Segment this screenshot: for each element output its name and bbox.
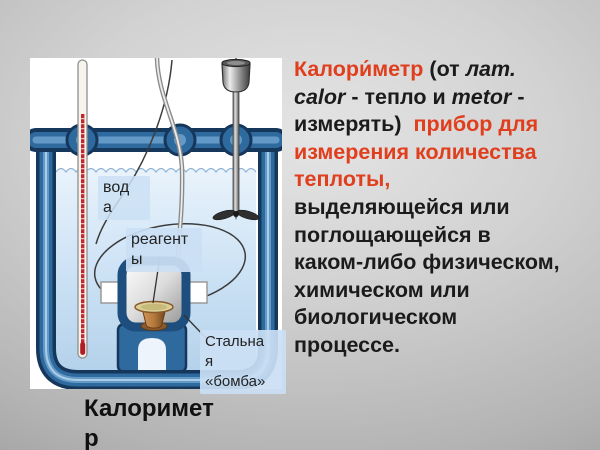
definition-line: измерения количества <box>294 139 594 167</box>
crucible <box>134 300 174 331</box>
definition-line: поглощающейся в <box>294 222 594 250</box>
calorimeter-diagram: вод а реагент ы Стальна я «бомба» <box>30 58 286 394</box>
definition-line: биологическом <box>294 304 594 332</box>
text-segment: Калори́метр <box>294 57 430 81</box>
text-segment: биологическом <box>294 305 458 330</box>
text-segment: - <box>511 84 525 109</box>
text-segment: прибор для <box>413 112 539 137</box>
definition-line: Калори́метр (от лат. <box>294 56 594 84</box>
definition-line: выделяющейся или <box>294 194 594 222</box>
definition-line: calor - тепло и metor - <box>294 84 594 112</box>
water-label: вод а <box>98 176 150 220</box>
text-segment: измерения количества <box>294 139 537 164</box>
text-segment: поглощающейся в <box>294 222 491 247</box>
text-segment: измерять) <box>294 112 414 137</box>
definition-line: измерять) прибор для <box>294 111 594 139</box>
text-segment: каком-либо физическом, <box>294 250 560 275</box>
steel-bomb-label: Стальна я «бомба» <box>200 330 286 394</box>
definition-line: процессе. <box>294 332 594 360</box>
text-segment: лат. <box>465 57 516 81</box>
text-segment: теплоты, <box>294 167 391 192</box>
definition-line: теплоты, <box>294 166 594 194</box>
definition-line: химическом или <box>294 277 594 305</box>
text-segment: calor <box>294 84 346 109</box>
text-segment: выделяющейся или <box>294 194 510 219</box>
reagents-label: реагент ы <box>126 228 202 272</box>
stirrer <box>212 58 260 221</box>
text-segment: химическом или <box>294 277 470 302</box>
text-segment: - тепло и <box>345 84 452 109</box>
diagram-caption: Калоримет р <box>84 395 214 450</box>
text-segment: процессе. <box>294 332 400 357</box>
text-segment: metor <box>451 84 512 109</box>
thermometer <box>77 59 88 359</box>
definition-line: каком-либо физическом, <box>294 249 594 277</box>
text-segment: (от <box>429 57 466 81</box>
definition-text: Калори́метр (от лат.calor - тепло и meto… <box>294 56 594 360</box>
